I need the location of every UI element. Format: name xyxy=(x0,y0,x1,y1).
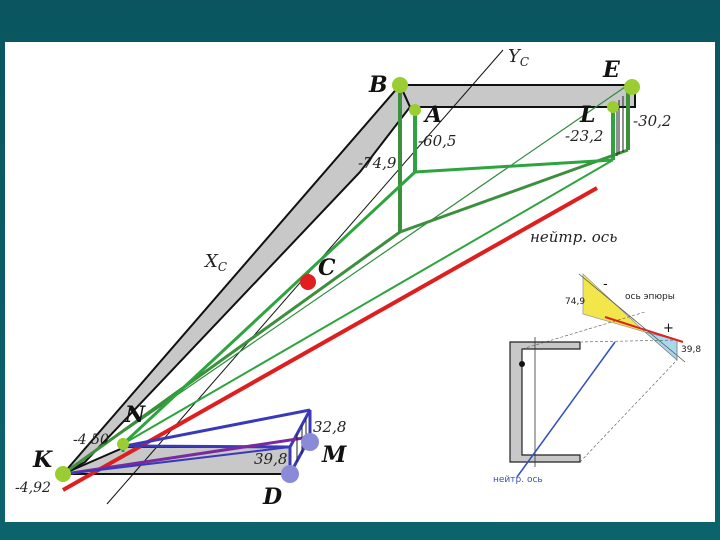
inset-blue-epure xyxy=(644,331,678,361)
label-point-a: A xyxy=(423,102,442,128)
point-markers xyxy=(55,77,640,483)
value-k: -4,92 xyxy=(15,480,51,496)
inset-epure-axis xyxy=(578,273,686,363)
value-d: 39,8 xyxy=(254,450,287,468)
marker-b xyxy=(392,77,408,93)
diagram-canvas: B E A L C N K M D YC XC -60,5 -74,9 -23,… xyxy=(5,42,715,522)
value-e: -30,2 xyxy=(633,112,671,130)
marker-m xyxy=(301,433,319,451)
inset-neutral-label: нейтр. ось xyxy=(493,475,543,485)
marker-k xyxy=(55,466,71,482)
inset-diagram: 74,9 - + ось эпюры 39,8 нейтр. ось xyxy=(493,273,701,485)
tension-line-bottom xyxy=(64,446,291,475)
inset-plus-sign: + xyxy=(663,321,674,336)
inset-epure-axis-label: ось эпюры xyxy=(625,292,675,302)
epure-line-inner-top xyxy=(414,158,614,174)
marker-e xyxy=(624,79,640,95)
epure-line-cross xyxy=(122,159,614,445)
label-point-l: L xyxy=(579,102,595,128)
inset-bottom-value: 39,8 xyxy=(681,345,701,355)
epure-base-line xyxy=(64,86,626,473)
inset-red-axis xyxy=(604,316,684,343)
web xyxy=(62,83,412,475)
xc-axis-line xyxy=(62,84,401,475)
inset-neutral-line xyxy=(516,341,616,478)
tension-epure xyxy=(64,408,312,476)
epure-line-outer-top xyxy=(399,148,629,234)
yc-axis-label: YC xyxy=(508,46,529,69)
value-a: -60,5 xyxy=(418,132,456,150)
marker-d xyxy=(281,465,299,483)
tension-line-purple xyxy=(64,435,311,476)
marker-n xyxy=(117,438,129,450)
inset-point-marker xyxy=(519,361,525,367)
value-m: 32,8 xyxy=(313,418,346,436)
label-point-b: B xyxy=(368,72,388,98)
value-n: -4,50 xyxy=(73,432,109,448)
value-l: -23,2 xyxy=(565,127,603,145)
inset-channel-outline xyxy=(509,341,581,463)
marker-a xyxy=(409,104,421,116)
centroid-marker xyxy=(300,274,316,290)
epure-line-outer-bottom xyxy=(62,230,401,476)
label-point-m: M xyxy=(321,442,347,468)
inset-top-value: 74,9 xyxy=(565,297,585,307)
stress-diagram: B E A L C N K M D YC XC -60,5 -74,9 -23,… xyxy=(15,46,701,510)
tension-line-top xyxy=(124,408,311,448)
inset-dash-1 xyxy=(521,311,646,350)
label-point-d: D xyxy=(262,484,282,510)
inset-minus-sign: - xyxy=(603,277,608,292)
epure-line-inner-bottom xyxy=(121,170,417,446)
label-point-n: N xyxy=(124,402,146,428)
tension-line-mid xyxy=(124,444,291,449)
label-point-c: C xyxy=(318,255,336,281)
inset-dash-2 xyxy=(579,339,678,343)
xc-axis-label: XC xyxy=(203,251,227,274)
compression-epure xyxy=(61,85,630,482)
marker-l xyxy=(607,101,619,113)
label-point-k: K xyxy=(32,447,53,473)
inset-dash-3 xyxy=(579,359,678,463)
neutral-axis-label: нейтр. ось xyxy=(530,228,617,246)
label-point-e: E xyxy=(602,57,621,83)
value-b: -74,9 xyxy=(358,154,397,172)
